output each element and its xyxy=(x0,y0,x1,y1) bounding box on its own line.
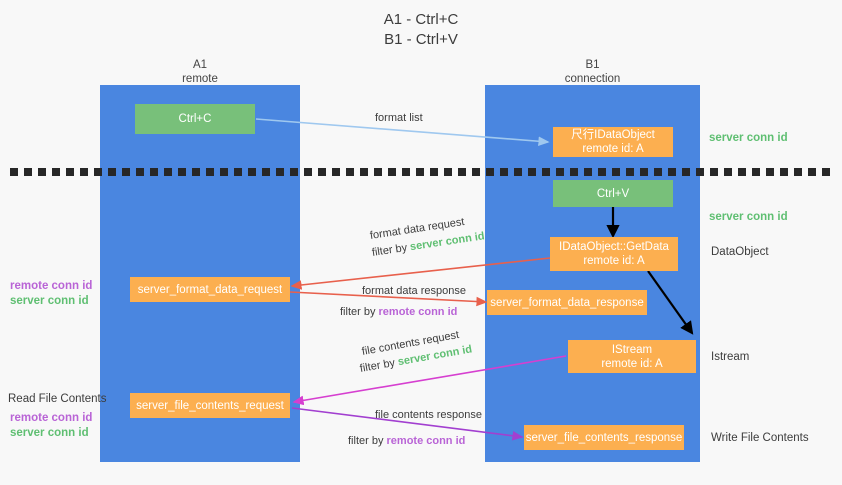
edge-label-file-contents-response: file contents response xyxy=(375,409,483,421)
lane-header-a1-sub: remote xyxy=(182,73,218,85)
edge-label-file-contents-response-filter-prefix: filter by xyxy=(348,435,387,447)
lane-header-b1-name: B1 xyxy=(585,59,600,71)
node-ctrl-v[interactable]: Ctrl+V xyxy=(553,180,673,207)
annotation-istream: Istream xyxy=(711,351,750,363)
annotation-write-file-contents: Write File Contents xyxy=(711,432,809,444)
node-istream-line1: IStream xyxy=(611,343,653,356)
node-idataobject-getdata[interactable]: IDataObject::GetData remote id: A xyxy=(550,237,678,271)
diagram-title: A1 - Ctrl+C B1 - Ctrl+V xyxy=(0,10,842,50)
node-server-file-contents-response[interactable]: server_file_contents_response xyxy=(524,425,684,450)
phase-divider xyxy=(10,168,832,176)
edge-label-format-data-response-filter: filter by remote conn id xyxy=(340,305,457,319)
node-server-file-contents-response-label: server_file_contents_response xyxy=(525,431,683,444)
lane-header-b1: B1 connection xyxy=(485,58,700,86)
node-ctrl-c[interactable]: Ctrl+C xyxy=(135,104,255,134)
lane-header-b1-sub: connection xyxy=(564,73,621,85)
node-server-format-data-request-label: server_format_data_request xyxy=(137,283,283,296)
edge-label-file-contents-response-filter-value: remote conn id xyxy=(386,435,466,447)
edge-label-file-contents-request-filter-prefix: filter by xyxy=(358,356,399,375)
edge-label-format-data-response: format data response xyxy=(362,285,466,297)
node-ctrl-c-label: Ctrl+C xyxy=(178,113,212,125)
edge-label-format-data-request-filter-prefix: filter by xyxy=(371,241,411,259)
edge-label-file-contents-response-filter: filter by remote conn id xyxy=(348,434,465,448)
edge-label-format-data-response-filter-prefix: filter by xyxy=(340,306,379,318)
node-idataobject[interactable]: 尺行IDataObject remote id: A xyxy=(553,127,673,157)
annotation-server-conn-id-1: server conn id xyxy=(10,295,89,307)
lane-header-a1: A1 remote xyxy=(100,58,300,86)
node-idataobject-getdata-line2: remote id: A xyxy=(583,255,645,267)
node-idataobject-line2: remote id: A xyxy=(582,143,644,155)
annotation-read-file-contents: Read File Contents xyxy=(8,393,107,405)
title-line-2: B1 - Ctrl+V xyxy=(384,31,458,48)
node-server-format-data-request[interactable]: server_format_data_request xyxy=(130,277,290,302)
annotation-dataobject: DataObject xyxy=(711,246,769,258)
lane-header-a1-name: A1 xyxy=(192,59,208,71)
title-line-1: A1 - Ctrl+C xyxy=(383,11,459,28)
node-server-format-data-response-label: server_format_data_response xyxy=(490,296,644,309)
node-istream-line2: remote id: A xyxy=(601,357,663,370)
annotation-server-conn-id-mid: server conn id xyxy=(709,211,788,223)
node-idataobject-line1: 尺行IDataObject xyxy=(571,129,655,141)
annotation-remote-conn-id-1: remote conn id xyxy=(10,280,93,292)
node-server-file-contents-request[interactable]: server_file_contents_request xyxy=(130,393,290,418)
annotation-remote-conn-id-2: remote conn id xyxy=(10,412,93,424)
annotation-server-conn-id-2: server conn id xyxy=(10,427,89,439)
node-ctrl-v-label: Ctrl+V xyxy=(596,187,630,200)
node-server-format-data-response[interactable]: server_format_data_response xyxy=(487,290,647,315)
edge-label-format-list: format list xyxy=(375,112,423,124)
edge-label-format-data-response-filter-value: remote conn id xyxy=(378,306,458,318)
annotation-server-conn-id-top: server conn id xyxy=(709,132,788,144)
node-server-file-contents-request-label: server_file_contents_request xyxy=(136,399,284,412)
node-istream[interactable]: IStream remote id: A xyxy=(568,340,696,373)
node-idataobject-getdata-line1: IDataObject::GetData xyxy=(559,241,669,253)
